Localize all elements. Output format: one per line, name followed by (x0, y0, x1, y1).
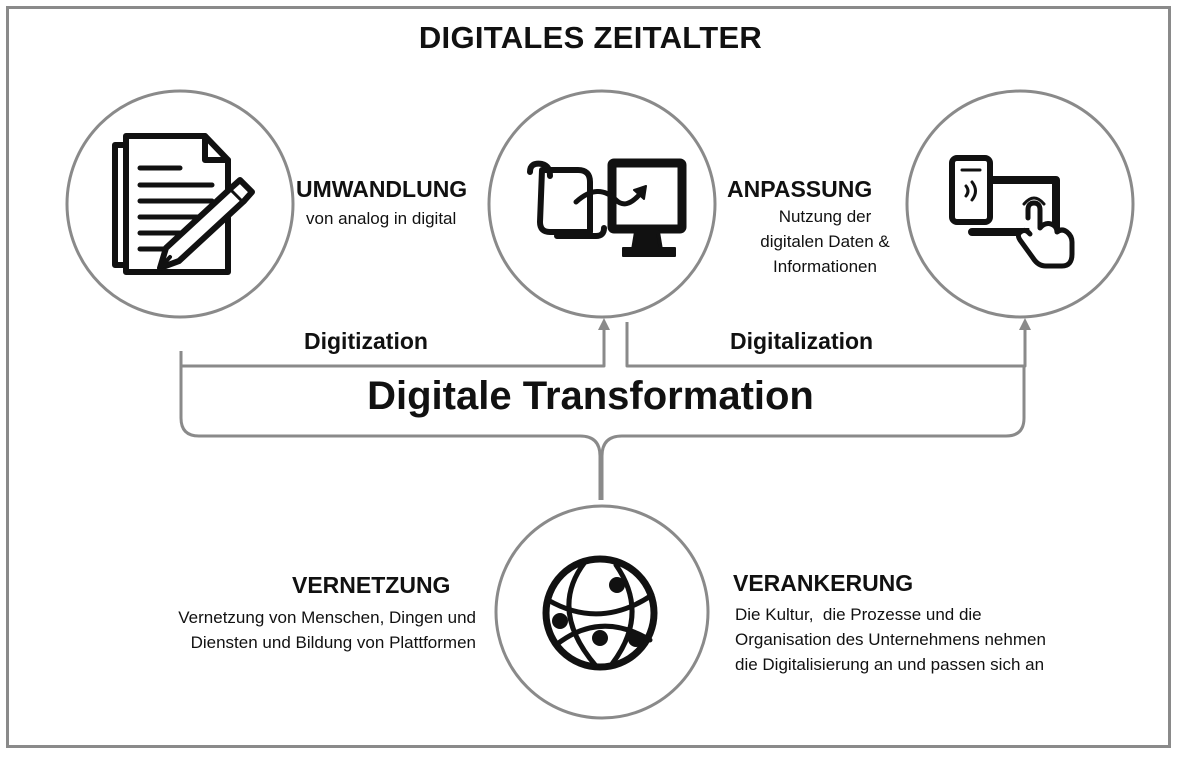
arrowhead-digitization (598, 318, 610, 330)
umwandlung-heading: UMWANDLUNG (296, 176, 468, 202)
bracket-digitization (179, 327, 606, 368)
circle-transfer (487, 89, 717, 319)
anpassung-text-1: Nutzung der (778, 207, 872, 226)
scroll-to-monitor-icon (527, 158, 687, 257)
anpassung-text-3: Informationen (773, 257, 877, 276)
anpassung-heading: ANPASSUNG (727, 176, 873, 202)
label-digitization: Digitization (304, 328, 428, 354)
circle-anpassung (905, 89, 1135, 319)
arrowhead-digitalization (1019, 318, 1031, 330)
bracket-digitalization (625, 322, 1027, 368)
vernetzung-text-2: Diensten und Bildung von Plattformen (190, 633, 476, 652)
vernetzung-heading: VERNETZUNG (292, 572, 451, 598)
vernetzung-text-1: Vernetzung von Menschen, Dingen und (178, 608, 476, 627)
verankerung-heading: VERANKERUNG (733, 570, 914, 596)
phone-tablet-touch-icon (949, 155, 1075, 269)
anpassung-text-2: digitalen Daten & (760, 232, 890, 251)
verankerung-text-1: Die Kultur, die Prozesse und die (735, 605, 982, 624)
page-title: DIGITALES ZEITALTER (418, 20, 763, 55)
document-pen-icon (112, 133, 255, 275)
transformation-brace (179, 366, 1026, 500)
label-digitalization: Digitalization (730, 328, 874, 354)
outer-frame (6, 6, 1171, 748)
verankerung-text-3: die Digitalisierung an und passen sich a… (735, 655, 1045, 674)
umwandlung-text: von analog in digital (306, 209, 457, 228)
globe-network-icon (542, 555, 658, 671)
verankerung-text-2: Organisation des Unternehmens nehmen (735, 630, 1046, 649)
transformation-label: Digitale Transformation (367, 374, 814, 418)
